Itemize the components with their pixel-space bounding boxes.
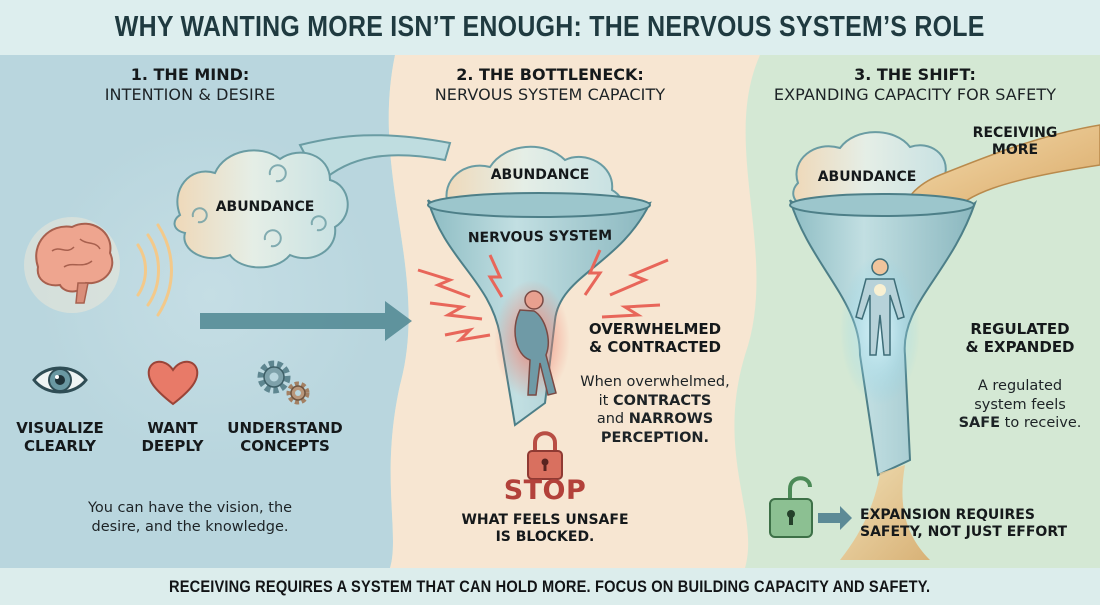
desc-emphasis: SAFE — [958, 415, 1001, 432]
icon-label-line2: CLEARLY — [23, 437, 97, 456]
bottleneck-cloud-label: ABUNDANCE — [490, 167, 590, 183]
mind-heading-number: 1. THE MIND: — [130, 65, 250, 84]
page-title: WHY WANTING MORE ISN’T ENOUGH: THE NERVO… — [115, 11, 985, 43]
icon-label-line1: VISUALIZE — [16, 419, 104, 437]
regulated-figure-icon — [855, 258, 905, 356]
blocked-line2: IS BLOCKED. — [495, 529, 595, 546]
lightning-icons — [417, 249, 669, 343]
overwhelmed-figure-icon — [514, 290, 557, 396]
desc-text: and — [596, 411, 629, 428]
icon-label-understand: UNDERSTAND CONCEPTS — [220, 419, 350, 456]
blocked-line1: WHAT FEELS UNSAFE — [461, 512, 629, 528]
shift-description: A regulated system feels SAFE to receive… — [950, 377, 1090, 433]
shift-heading-number: 3. THE SHIFT: — [854, 65, 976, 84]
stop-label: STOP — [503, 475, 587, 506]
funnel-label: NERVOUS SYSTEM — [467, 227, 613, 247]
bottleneck-description: When overwhelmed, it CONTRACTS and NARRO… — [575, 373, 735, 447]
footer-bar: RECEIVING REQUIRES A SYSTEM THAT CAN HOL… — [0, 568, 1100, 605]
receiving-more-label: RECEIVING MORE — [960, 125, 1070, 159]
desc-line3: SAFE to receive. — [950, 414, 1090, 433]
lock-closed-icon — [527, 431, 563, 480]
icon-label-line2: CONCEPTS — [240, 437, 330, 456]
state-line1: OVERWHELMED — [588, 320, 722, 338]
background-illustration — [0, 55, 1100, 568]
lock-open-icon — [769, 476, 813, 538]
expansion-caption: EXPANSION REQUIRES SAFETY, NOT JUST EFFO… — [860, 507, 1090, 541]
desc-line3: and NARROWS — [575, 410, 735, 429]
icon-label-line2: DEEPLY — [141, 437, 204, 456]
footer-message: RECEIVING REQUIRES A SYSTEM THAT CAN HOL… — [169, 576, 931, 596]
desc-emphasis: CONTRACTS — [612, 392, 712, 409]
icon-label-visualize: VISUALIZE CLEARLY — [10, 419, 110, 456]
section-shift-heading: 3. THE SHIFT: EXPANDING CAPACITY FOR SAF… — [745, 65, 1085, 104]
flow-line2: MORE — [991, 141, 1039, 158]
state-line2: & CONTRACTED — [589, 338, 721, 357]
blocked-caption: WHAT FEELS UNSAFE IS BLOCKED. — [450, 512, 640, 546]
desc-text: it — [598, 392, 613, 409]
desc-line1: A regulated — [977, 378, 1063, 394]
expansion-line1: EXPANSION REQUIRES — [860, 507, 1035, 523]
desc-line2: it CONTRACTS — [575, 392, 735, 411]
brain-icon — [24, 217, 120, 313]
icon-label-line1: UNDERSTAND — [227, 419, 343, 437]
desc-text: to receive. — [1000, 415, 1082, 432]
signal-waves — [136, 223, 173, 317]
state-line2: & EXPANDED — [965, 338, 1075, 357]
mind-caption-line2: desire, and the knowledge. — [91, 518, 289, 535]
title-bar: WHY WANTING MORE ISN’T ENOUGH: THE NERVO… — [0, 0, 1100, 55]
eye-icon — [30, 360, 90, 400]
desc-line2: system feels — [974, 396, 1066, 413]
desc-line4: PERCEPTION. — [575, 429, 735, 448]
gears-icon — [250, 357, 320, 409]
shift-cloud-label: ABUNDANCE — [817, 169, 917, 185]
flow-line1: RECEIVING — [972, 125, 1058, 141]
expansion-line2: SAFETY, NOT JUST EFFORT — [860, 523, 1068, 540]
mind-caption: You can have the vision, the desire, and… — [40, 499, 340, 536]
icon-label-want: WANT DEEPLY — [125, 419, 220, 456]
state-line1: REGULATED — [970, 320, 1070, 338]
shift-state: REGULATED & EXPANDED — [950, 320, 1090, 357]
heart-icon — [145, 358, 201, 406]
bottleneck-subheading: NERVOUS SYSTEM CAPACITY — [434, 84, 666, 104]
bottleneck-heading-number: 2. THE BOTTLENECK: — [456, 65, 644, 84]
bottleneck-state: OVERWHELMED & CONTRACTED — [580, 320, 730, 357]
panels-area: 1. THE MIND: INTENTION & DESIRE ABUNDANC… — [0, 55, 1100, 568]
desc-emphasis: PERCEPTION. — [600, 429, 710, 446]
mind-cloud-label: ABUNDANCE — [215, 199, 315, 215]
desc-emphasis: NARROWS — [628, 411, 714, 428]
icon-label-line1: WANT — [147, 419, 198, 437]
section-mind-heading: 1. THE MIND: INTENTION & DESIRE — [60, 65, 320, 104]
section-bottleneck-heading: 2. THE BOTTLENECK: NERVOUS SYSTEM CAPACI… — [410, 65, 690, 104]
mind-caption-line1: You can have the vision, the — [87, 500, 293, 516]
shift-subheading: EXPANDING CAPACITY FOR SAFETY — [773, 84, 1057, 104]
desc-line1: When overwhelmed, — [580, 374, 730, 390]
mind-subheading: INTENTION & DESIRE — [104, 84, 276, 104]
